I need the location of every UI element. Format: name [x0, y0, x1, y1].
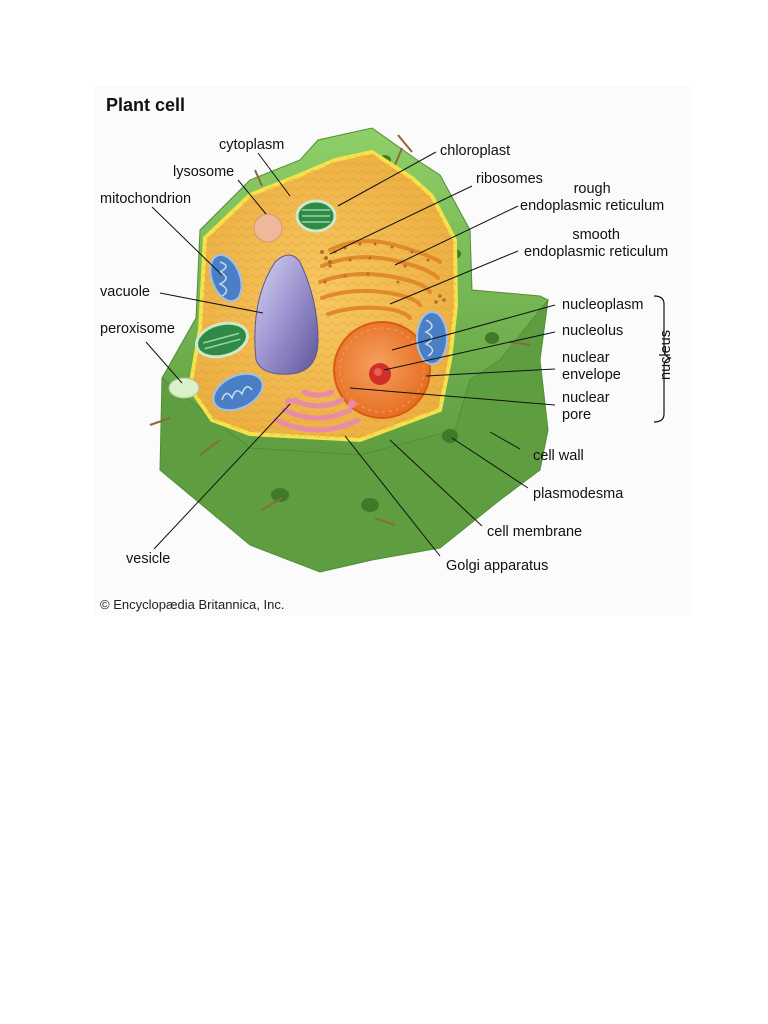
label-cell-membrane: cell membrane: [487, 524, 583, 540]
figure-title: Plant cell: [106, 95, 186, 115]
label-vacuole: vacuole: [100, 284, 150, 300]
mitochondrion: [209, 253, 243, 303]
label-peroxisome: peroxisome: [100, 321, 175, 337]
plasmodesma-pit: [485, 332, 499, 344]
golgi-apparatus: [273, 389, 361, 433]
label-vesicle: vesicle: [126, 551, 171, 567]
vesicle: [285, 398, 293, 406]
copyright-notice: © Encyclopædia Britannica, Inc.: [100, 597, 285, 612]
label-plasmodesma: plasmodesma: [533, 486, 624, 502]
label-cytoplasm: cytoplasm: [219, 137, 285, 153]
nucleus-bracket: [653, 295, 672, 423]
chloroplast: [195, 321, 249, 359]
label-smooth-er: smooth endoplasmic reticulum: [524, 227, 669, 260]
vacuole: [254, 254, 319, 375]
peroxisome: [168, 377, 200, 399]
leader-lines: [145, 151, 556, 557]
label-ribosomes: ribosomes: [476, 171, 543, 187]
label-lysosome: lysosome: [173, 164, 235, 180]
mitochondrion: [416, 311, 448, 365]
label-nuclear-envelope: nuclear envelope: [562, 350, 621, 383]
plasmodesma-pit: [271, 488, 289, 502]
label-nuclear-pore: nuclear pore: [562, 390, 610, 423]
label-nucleolus: nucleolus: [562, 323, 624, 339]
chloroplast: [295, 199, 337, 233]
label-nucleus: nucleus: [658, 330, 674, 380]
mitochondrion: [212, 372, 264, 412]
label-mitochondrion: mitochondrion: [100, 191, 192, 207]
label-nucleoplasm: nucleoplasm: [562, 297, 644, 313]
lysosome: [253, 213, 283, 243]
label-golgi-apparatus: Golgi apparatus: [446, 558, 549, 574]
plasmodesma-pit: [361, 498, 379, 512]
label-rough-er: rough endoplasmic reticulum: [520, 181, 665, 214]
label-chloroplast: chloroplast: [440, 143, 511, 159]
label-cell-wall: cell wall: [533, 448, 584, 464]
